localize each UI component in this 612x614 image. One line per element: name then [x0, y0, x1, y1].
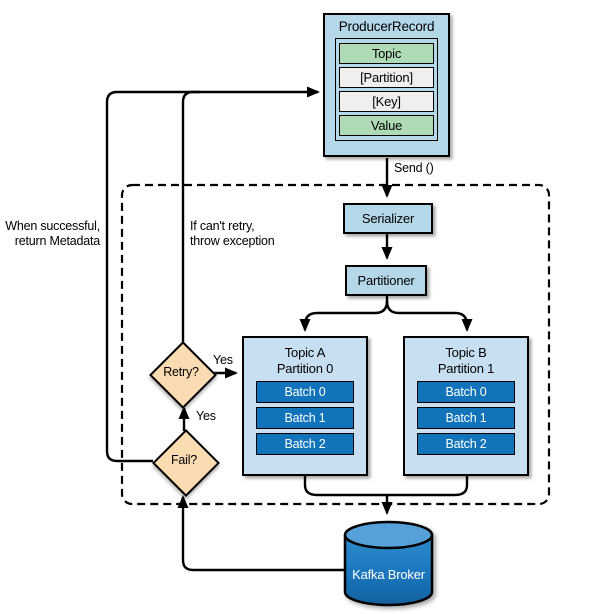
producer-record-fields: Topic [Partition] [Key] Value — [335, 38, 438, 141]
retry-note-line1: If can't retry, — [190, 219, 255, 233]
batch-row: Batch 2 — [256, 433, 354, 455]
connector-partitioner-topic-a — [299, 300, 389, 332]
success-note-line1: When successful, — [5, 219, 100, 233]
topic-b-subtitle: Partition 1 — [437, 360, 495, 376]
success-note-line2: return Metadata — [14, 233, 100, 248]
connector-topic-b-merge — [387, 475, 469, 497]
retry-note: If can't retry, throw exception — [190, 219, 300, 248]
yes-label-retry: Yes — [213, 353, 233, 367]
batch-row: Batch 1 — [256, 407, 354, 429]
topic-b-title: Topic B — [445, 345, 487, 360]
serializer-box: Serializer — [343, 203, 433, 234]
connector-retry-producerrecord — [181, 86, 320, 343]
yes-label-fail: Yes — [196, 409, 216, 423]
topic-a-box: Topic A Partition 0 Batch 0 Batch 1 Batc… — [242, 336, 368, 476]
producer-record-title: ProducerRecord — [338, 19, 435, 34]
topic-b-box: Topic B Partition 1 Batch 0 Batch 1 Batc… — [403, 336, 529, 476]
batch-row: Batch 0 — [417, 381, 515, 403]
connector-topic-a-merge — [303, 475, 387, 497]
connector-success-loop — [105, 90, 200, 463]
connector-broker-fail — [177, 495, 347, 572]
field-value: Value — [339, 115, 434, 136]
field-key: [Key] — [339, 91, 434, 112]
topic-b-batches: Batch 0 Batch 1 Batch 2 — [405, 381, 527, 455]
topic-a-subtitle: Partition 0 — [276, 360, 334, 376]
batch-row: Batch 2 — [417, 433, 515, 455]
batch-row: Batch 1 — [417, 407, 515, 429]
topic-a-batches: Batch 0 Batch 1 Batch 2 — [244, 381, 366, 455]
topic-a-title: Topic A — [284, 345, 326, 360]
batch-row: Batch 0 — [256, 381, 354, 403]
fail-diamond-label: Fail? — [170, 453, 198, 467]
retry-note-line2: throw exception — [190, 233, 275, 248]
field-partition: [Partition] — [339, 67, 434, 88]
connector-partitioner-topic-b — [385, 300, 473, 332]
producer-record-box: ProducerRecord Topic [Partition] [Key] V… — [323, 13, 450, 157]
producer-boundary-dashed-border — [120, 183, 551, 506]
field-topic: Topic — [339, 43, 434, 64]
send-label: Send () — [394, 161, 434, 175]
kafka-broker-label: Kafka Broker — [352, 567, 425, 582]
partitioner-box: Partitioner — [345, 265, 427, 296]
retry-diamond-label: Retry? — [163, 365, 199, 379]
kafka-broker-cylinder — [343, 520, 434, 607]
topic-a-header: Topic A Partition 0 — [244, 338, 366, 376]
topic-b-header: Topic B Partition 1 — [405, 338, 527, 376]
success-note: When successful, return Metadata — [4, 219, 100, 248]
